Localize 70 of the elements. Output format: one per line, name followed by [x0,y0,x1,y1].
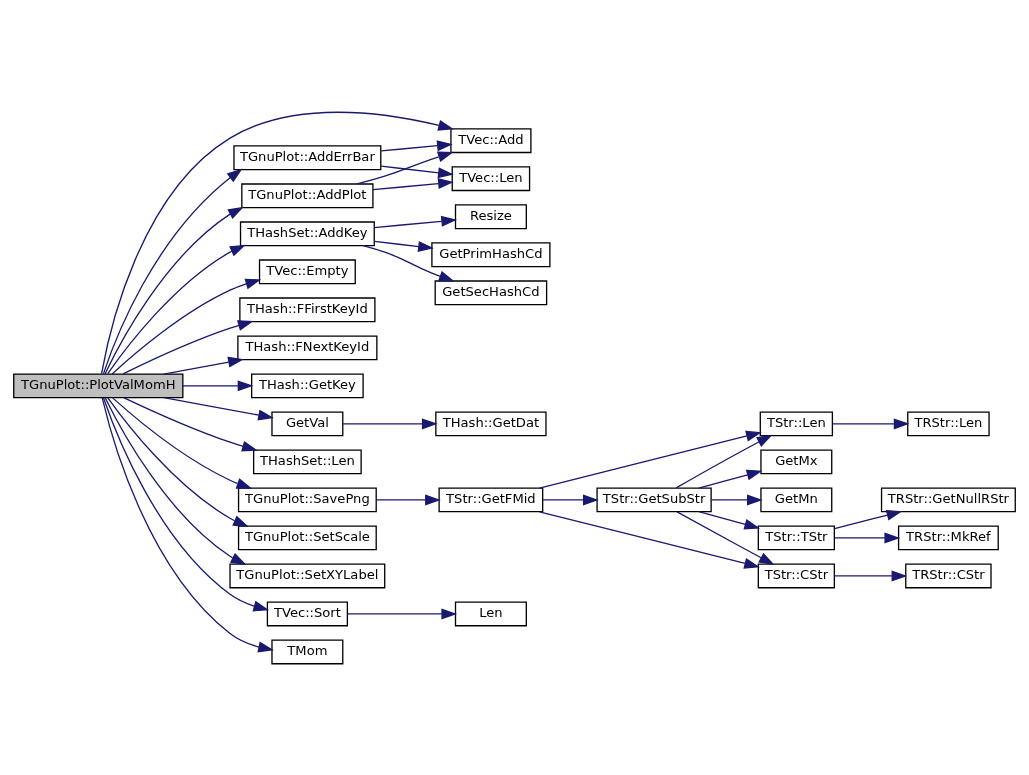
arrow [182,379,254,391]
node-box: TGnuPlot::SetScale [237,524,377,550]
node-box: GetMn [760,486,833,512]
node-box: TGnuPlot::SetXYLabel [229,562,386,588]
arrow [104,206,244,375]
arrow [375,493,441,505]
arrow [111,396,253,489]
arrow [362,244,455,281]
node-box: TStr::GetFMid [438,486,544,512]
node-box: TRStr::MkRef [897,524,999,550]
node-box: THash::GetDat [435,410,547,436]
arrow [163,396,274,420]
node-box: TVec::Add [450,127,532,153]
arrow [380,139,453,152]
node-box: TGnuPlot::AddErrBar [233,144,382,170]
node-box: Resize [454,203,527,229]
node-box: TGnuPlot::AddPlot [241,182,374,208]
node-box: GetMx [760,448,833,474]
arrow [102,396,270,611]
arrow [104,396,247,565]
node-box: TVec::Empty [258,258,356,284]
arrow [833,509,903,529]
node-box: Len [454,601,527,626]
node-box: TStr::GetSubStr [596,486,712,512]
arrow [833,569,908,581]
arrow [832,417,910,429]
arrow [342,417,438,429]
node-box: THash::FNextKeyId [237,334,378,360]
node-box: GetVal [271,410,344,436]
node-box: GetPrimHashCd [431,241,551,267]
node-box: THash::GetKey [251,372,364,398]
arrow [380,165,454,178]
node-box: GetSecHashCd [434,279,548,305]
arrow [372,177,454,190]
node-box: TRStr::GetNullRStr [880,486,1016,512]
arrow [100,111,454,374]
node-box: TRStr::CStr [905,562,992,588]
arrow [538,430,762,489]
arrow [111,278,262,375]
arrow [698,469,763,489]
arrow [346,607,458,619]
node-box: TVec::Sort [266,601,348,626]
node-box: TVec::Len [451,165,531,191]
arrow [538,510,760,569]
arrow [102,167,243,374]
node-box: TRStr::Len [907,410,990,436]
arrow [710,493,763,505]
arrow [373,240,434,252]
arrow [675,434,773,489]
arrow [101,396,274,652]
arrow [122,319,254,375]
node-box: TStr::CStr [757,562,835,588]
node-box: TGnuPlot::PlotValMomH [13,372,184,398]
arrow [107,244,246,374]
node-box: TMom [271,639,344,664]
node-box: TStr::TStr [757,524,835,550]
node-box: TStr::Len [759,410,834,436]
arrow [163,356,244,375]
node-box: THashSet::Len [253,448,362,474]
arrow [698,510,761,530]
arrow [833,531,901,543]
arrow [107,396,249,527]
node-box: THash::FFirstKeyId [239,296,376,322]
node-box: TGnuPlot::SavePng [237,486,377,512]
arrow [123,396,258,452]
arrow [542,493,599,505]
node-box: THashSet::AddKey [239,220,375,246]
arrow [373,215,458,228]
arrow [356,151,454,185]
arrow [676,510,775,565]
